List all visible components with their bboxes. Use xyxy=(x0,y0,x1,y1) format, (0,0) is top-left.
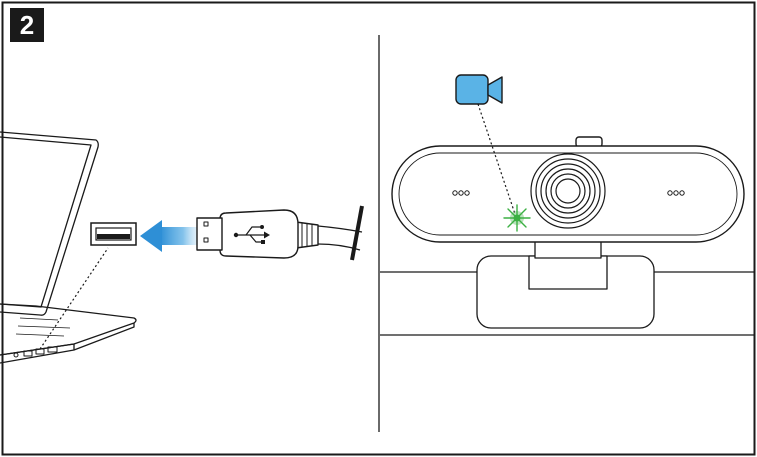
led-callout-line xyxy=(477,103,516,215)
usb-port-closeup xyxy=(90,222,137,246)
insert-direction-arrow xyxy=(140,220,202,252)
webcam-body xyxy=(391,136,745,243)
usb-cable xyxy=(196,205,364,261)
step-number-badge: 2 xyxy=(10,8,44,42)
laptop xyxy=(0,131,137,364)
laptop-port xyxy=(47,346,58,353)
webcam-microphone xyxy=(667,190,685,196)
webcam-lens xyxy=(530,153,606,229)
laptop-port xyxy=(23,350,33,357)
webcam-microphone xyxy=(452,190,470,196)
webcam-led-indicator xyxy=(503,204,531,232)
webcam-mount xyxy=(476,237,655,329)
video-camera-icon xyxy=(455,74,503,105)
usb-trident-icon xyxy=(233,225,270,244)
